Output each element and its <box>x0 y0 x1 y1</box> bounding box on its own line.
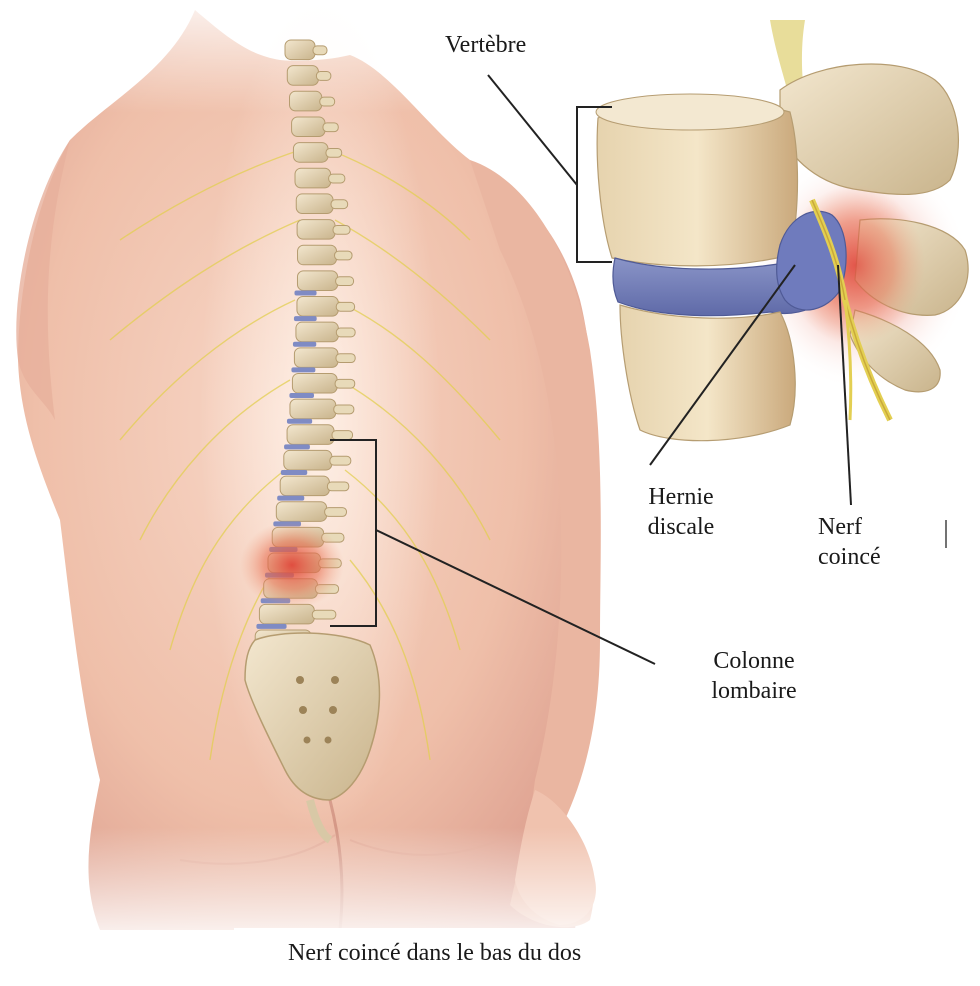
transverse-process <box>336 302 354 311</box>
vertebra-segment <box>287 66 318 86</box>
caption: Nerf coincé dans le bas du dos <box>288 940 581 967</box>
label-lumbar-spine-line1: Colonne <box>674 646 834 676</box>
transverse-process <box>335 379 355 388</box>
label-lumbar-spine: Colonne lombaire <box>674 646 834 706</box>
intervertebral-disc <box>287 419 312 424</box>
vertebra-segment <box>292 117 325 137</box>
transverse-process <box>336 354 355 363</box>
vertebra-segment <box>297 271 337 291</box>
intervertebral-disc <box>291 367 315 372</box>
label-pinched-nerve-line2: coincé <box>818 542 881 572</box>
intervertebral-disc <box>277 496 304 501</box>
vertebra-segment <box>295 168 331 188</box>
vertebra-segment <box>297 297 338 317</box>
transverse-process <box>336 328 355 337</box>
vertebra-segment <box>285 40 315 60</box>
transverse-process <box>312 610 336 619</box>
vertebra-closeup <box>596 20 970 441</box>
intervertebral-disc <box>289 393 314 398</box>
transverse-process <box>320 97 335 106</box>
vertebra-segment <box>287 425 334 445</box>
label-pinched-nerve-line1: Nerf <box>818 512 881 542</box>
vertebra-segment <box>290 91 322 111</box>
vertebra-segment <box>296 322 338 342</box>
vertebra-segment <box>297 220 335 240</box>
label-herniated-disc-line2: discale <box>616 512 746 542</box>
transverse-process <box>330 456 351 465</box>
transverse-process <box>333 225 350 234</box>
transverse-process <box>329 174 345 183</box>
vertebra-segment <box>294 348 338 368</box>
vertebra-segment <box>284 450 332 470</box>
vertebra-segment <box>290 399 336 419</box>
transverse-process <box>313 46 327 55</box>
transverse-process <box>336 277 354 286</box>
vertebra-segment <box>298 245 337 265</box>
label-vertebra: Vertèbre <box>445 30 526 60</box>
transverse-process <box>331 200 348 209</box>
label-pinched-nerve: Nerf coincé <box>818 512 881 572</box>
label-lumbar-spine-line2: lombaire <box>674 676 834 706</box>
intervertebral-disc <box>256 624 286 629</box>
lower-back-inflammation <box>240 521 344 609</box>
transverse-process <box>325 508 347 517</box>
intervertebral-disc <box>284 444 310 449</box>
vertebra-segment <box>296 194 333 214</box>
label-herniated-disc: Hernie discale <box>616 482 746 542</box>
transverse-process <box>316 72 330 81</box>
vertebra-segment <box>276 502 326 522</box>
transverse-process <box>335 251 352 260</box>
intervertebral-disc <box>294 290 316 295</box>
label-herniated-disc-line1: Hernie <box>616 482 746 512</box>
transverse-process <box>334 405 354 414</box>
vertebra-segment <box>292 373 337 393</box>
vertebra-segment <box>293 143 328 163</box>
intervertebral-disc <box>281 470 307 475</box>
transverse-process <box>326 148 342 157</box>
transverse-process <box>332 431 353 440</box>
vertebra-segment <box>280 476 329 496</box>
transverse-process <box>323 123 338 132</box>
intervertebral-disc <box>294 316 317 321</box>
transverse-process <box>327 482 348 491</box>
intervertebral-disc <box>293 342 316 347</box>
